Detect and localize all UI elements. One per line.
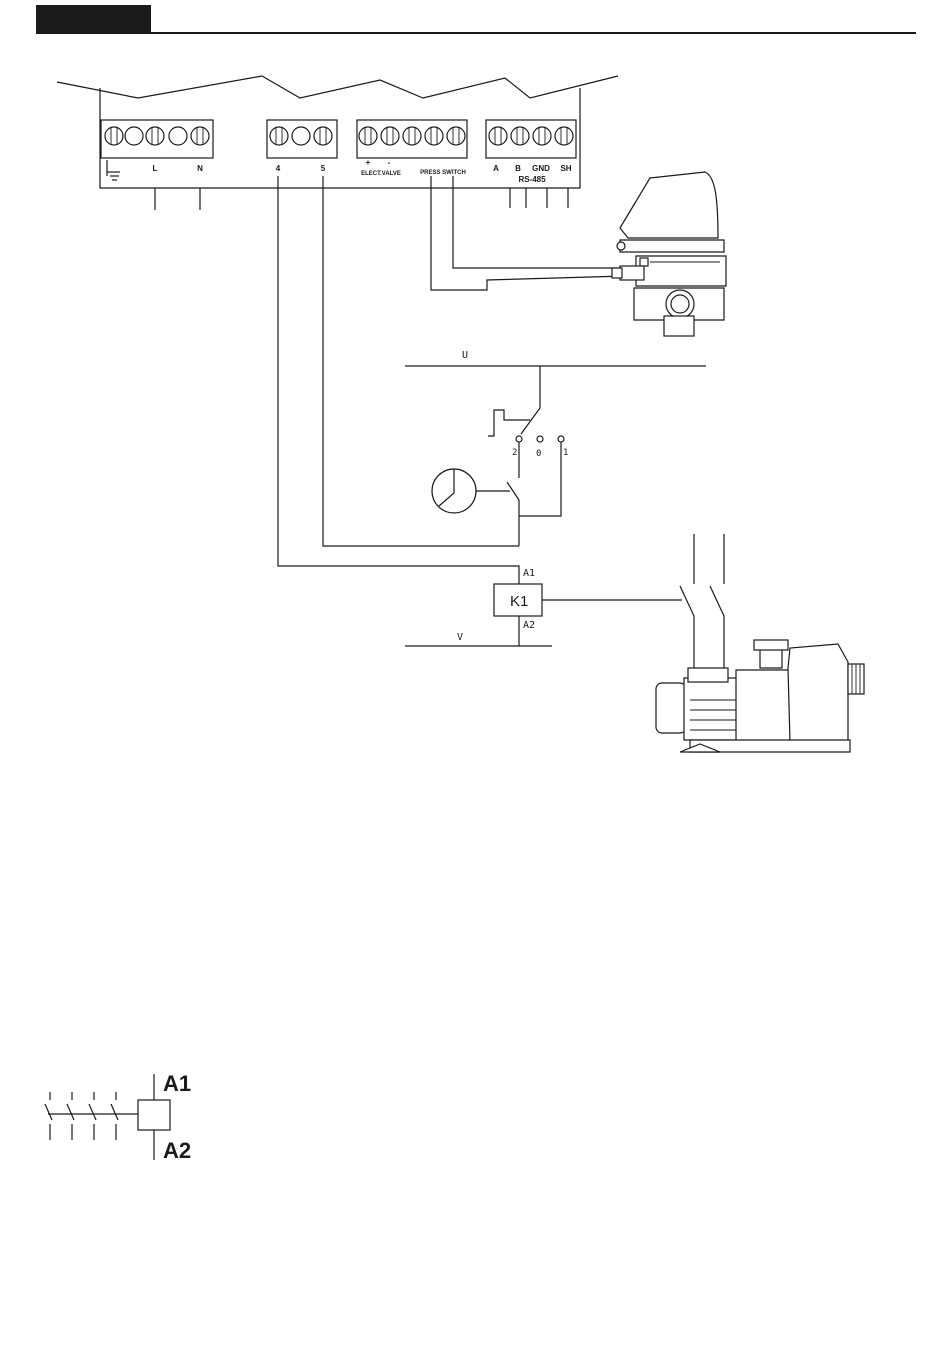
label-pos-0: 0 bbox=[536, 449, 541, 459]
label-press-switch: PRESS SWITCH bbox=[420, 170, 466, 176]
legend-label-A1: A1 bbox=[163, 1071, 191, 1096]
label-N: N bbox=[197, 164, 203, 173]
label-rs485: RS-485 bbox=[518, 175, 546, 184]
label-K1-A1: A1 bbox=[523, 568, 535, 579]
cable-stubs bbox=[155, 188, 568, 210]
earth-ground-icon bbox=[107, 160, 120, 180]
timer-clock-icon bbox=[432, 469, 476, 513]
contactor-symbol-legend bbox=[45, 1074, 170, 1160]
label-minus: - bbox=[388, 158, 391, 167]
label-pos-1: 1 bbox=[563, 448, 568, 458]
label-K1: K1 bbox=[510, 593, 528, 610]
multiport-valve-icon bbox=[612, 172, 726, 336]
label-K1-A2: A2 bbox=[523, 620, 535, 631]
label-GND: GND bbox=[532, 164, 550, 173]
label-V: V bbox=[457, 632, 463, 643]
terminal-block-power bbox=[101, 120, 213, 158]
label-4: 4 bbox=[276, 164, 281, 173]
pool-pump-icon bbox=[656, 640, 864, 752]
label-elect-valve: ELECT.VALVE bbox=[361, 171, 401, 177]
label-U: U bbox=[462, 350, 468, 361]
selector-switch bbox=[488, 366, 564, 442]
power-contacts bbox=[680, 534, 724, 668]
terminal-block-valve bbox=[357, 120, 467, 158]
timer-contact bbox=[476, 442, 561, 546]
label-5: 5 bbox=[321, 164, 326, 173]
legend-label-A2: A2 bbox=[163, 1138, 191, 1163]
label-A: A bbox=[493, 164, 499, 173]
label-plus: + bbox=[366, 158, 371, 167]
label-B: B bbox=[515, 164, 521, 173]
terminal-block-rs485 bbox=[486, 120, 576, 158]
terminal-block-relay bbox=[267, 120, 337, 158]
label-pos-2: 2 bbox=[512, 448, 517, 458]
label-SH: SH bbox=[560, 164, 571, 173]
label-L: L bbox=[153, 164, 158, 173]
pressure-switch-cable bbox=[431, 176, 625, 290]
relay-control-wires bbox=[278, 176, 519, 584]
